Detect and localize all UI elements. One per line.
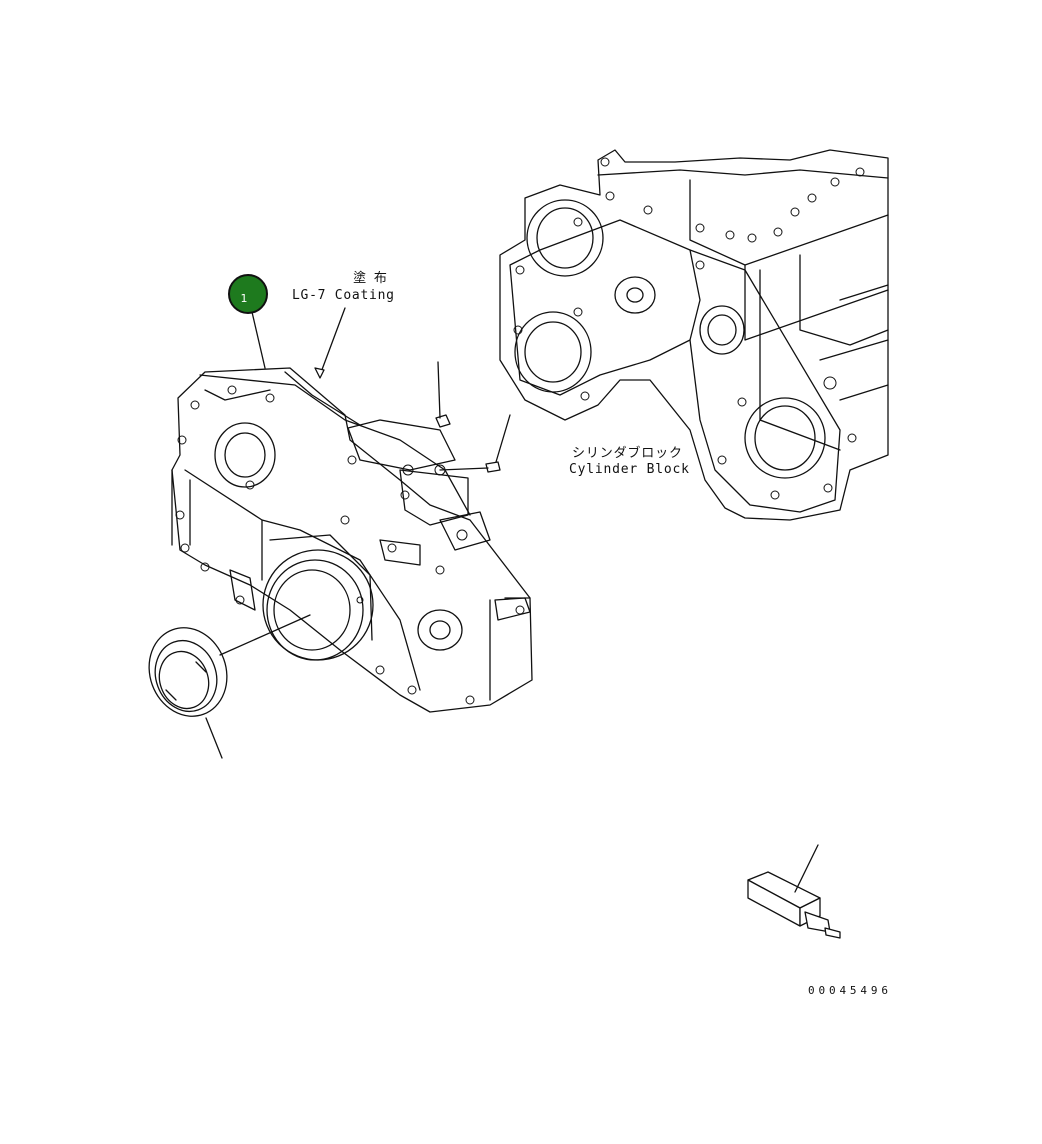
item-balloon[interactable]: 1 — [228, 274, 268, 314]
cylinder-block — [499, 149, 889, 521]
coating-arrowhead — [314, 367, 325, 379]
coating-label-en: LG-7 Coating — [292, 288, 394, 303]
figure-id: 00045496 — [808, 984, 888, 997]
balloon-leader — [251, 311, 266, 369]
balloon-number: 1 — [241, 292, 248, 305]
coating-label-jp: 塗 布 — [353, 270, 387, 286]
block-label-jp: シリンダブロック — [572, 445, 682, 461]
oil-seal — [148, 614, 311, 759]
cover-bolts — [435, 361, 511, 473]
coating-callout: 塗 布 LG-7 Coating — [251, 270, 394, 379]
block-label-en: Cylinder Block — [569, 462, 689, 477]
block-callout: シリンダブロック Cylinder Block — [569, 445, 689, 477]
small-tool — [747, 844, 841, 939]
coating-leader — [319, 307, 346, 376]
front-cover — [171, 367, 533, 713]
balloon-circle[interactable] — [228, 274, 268, 314]
